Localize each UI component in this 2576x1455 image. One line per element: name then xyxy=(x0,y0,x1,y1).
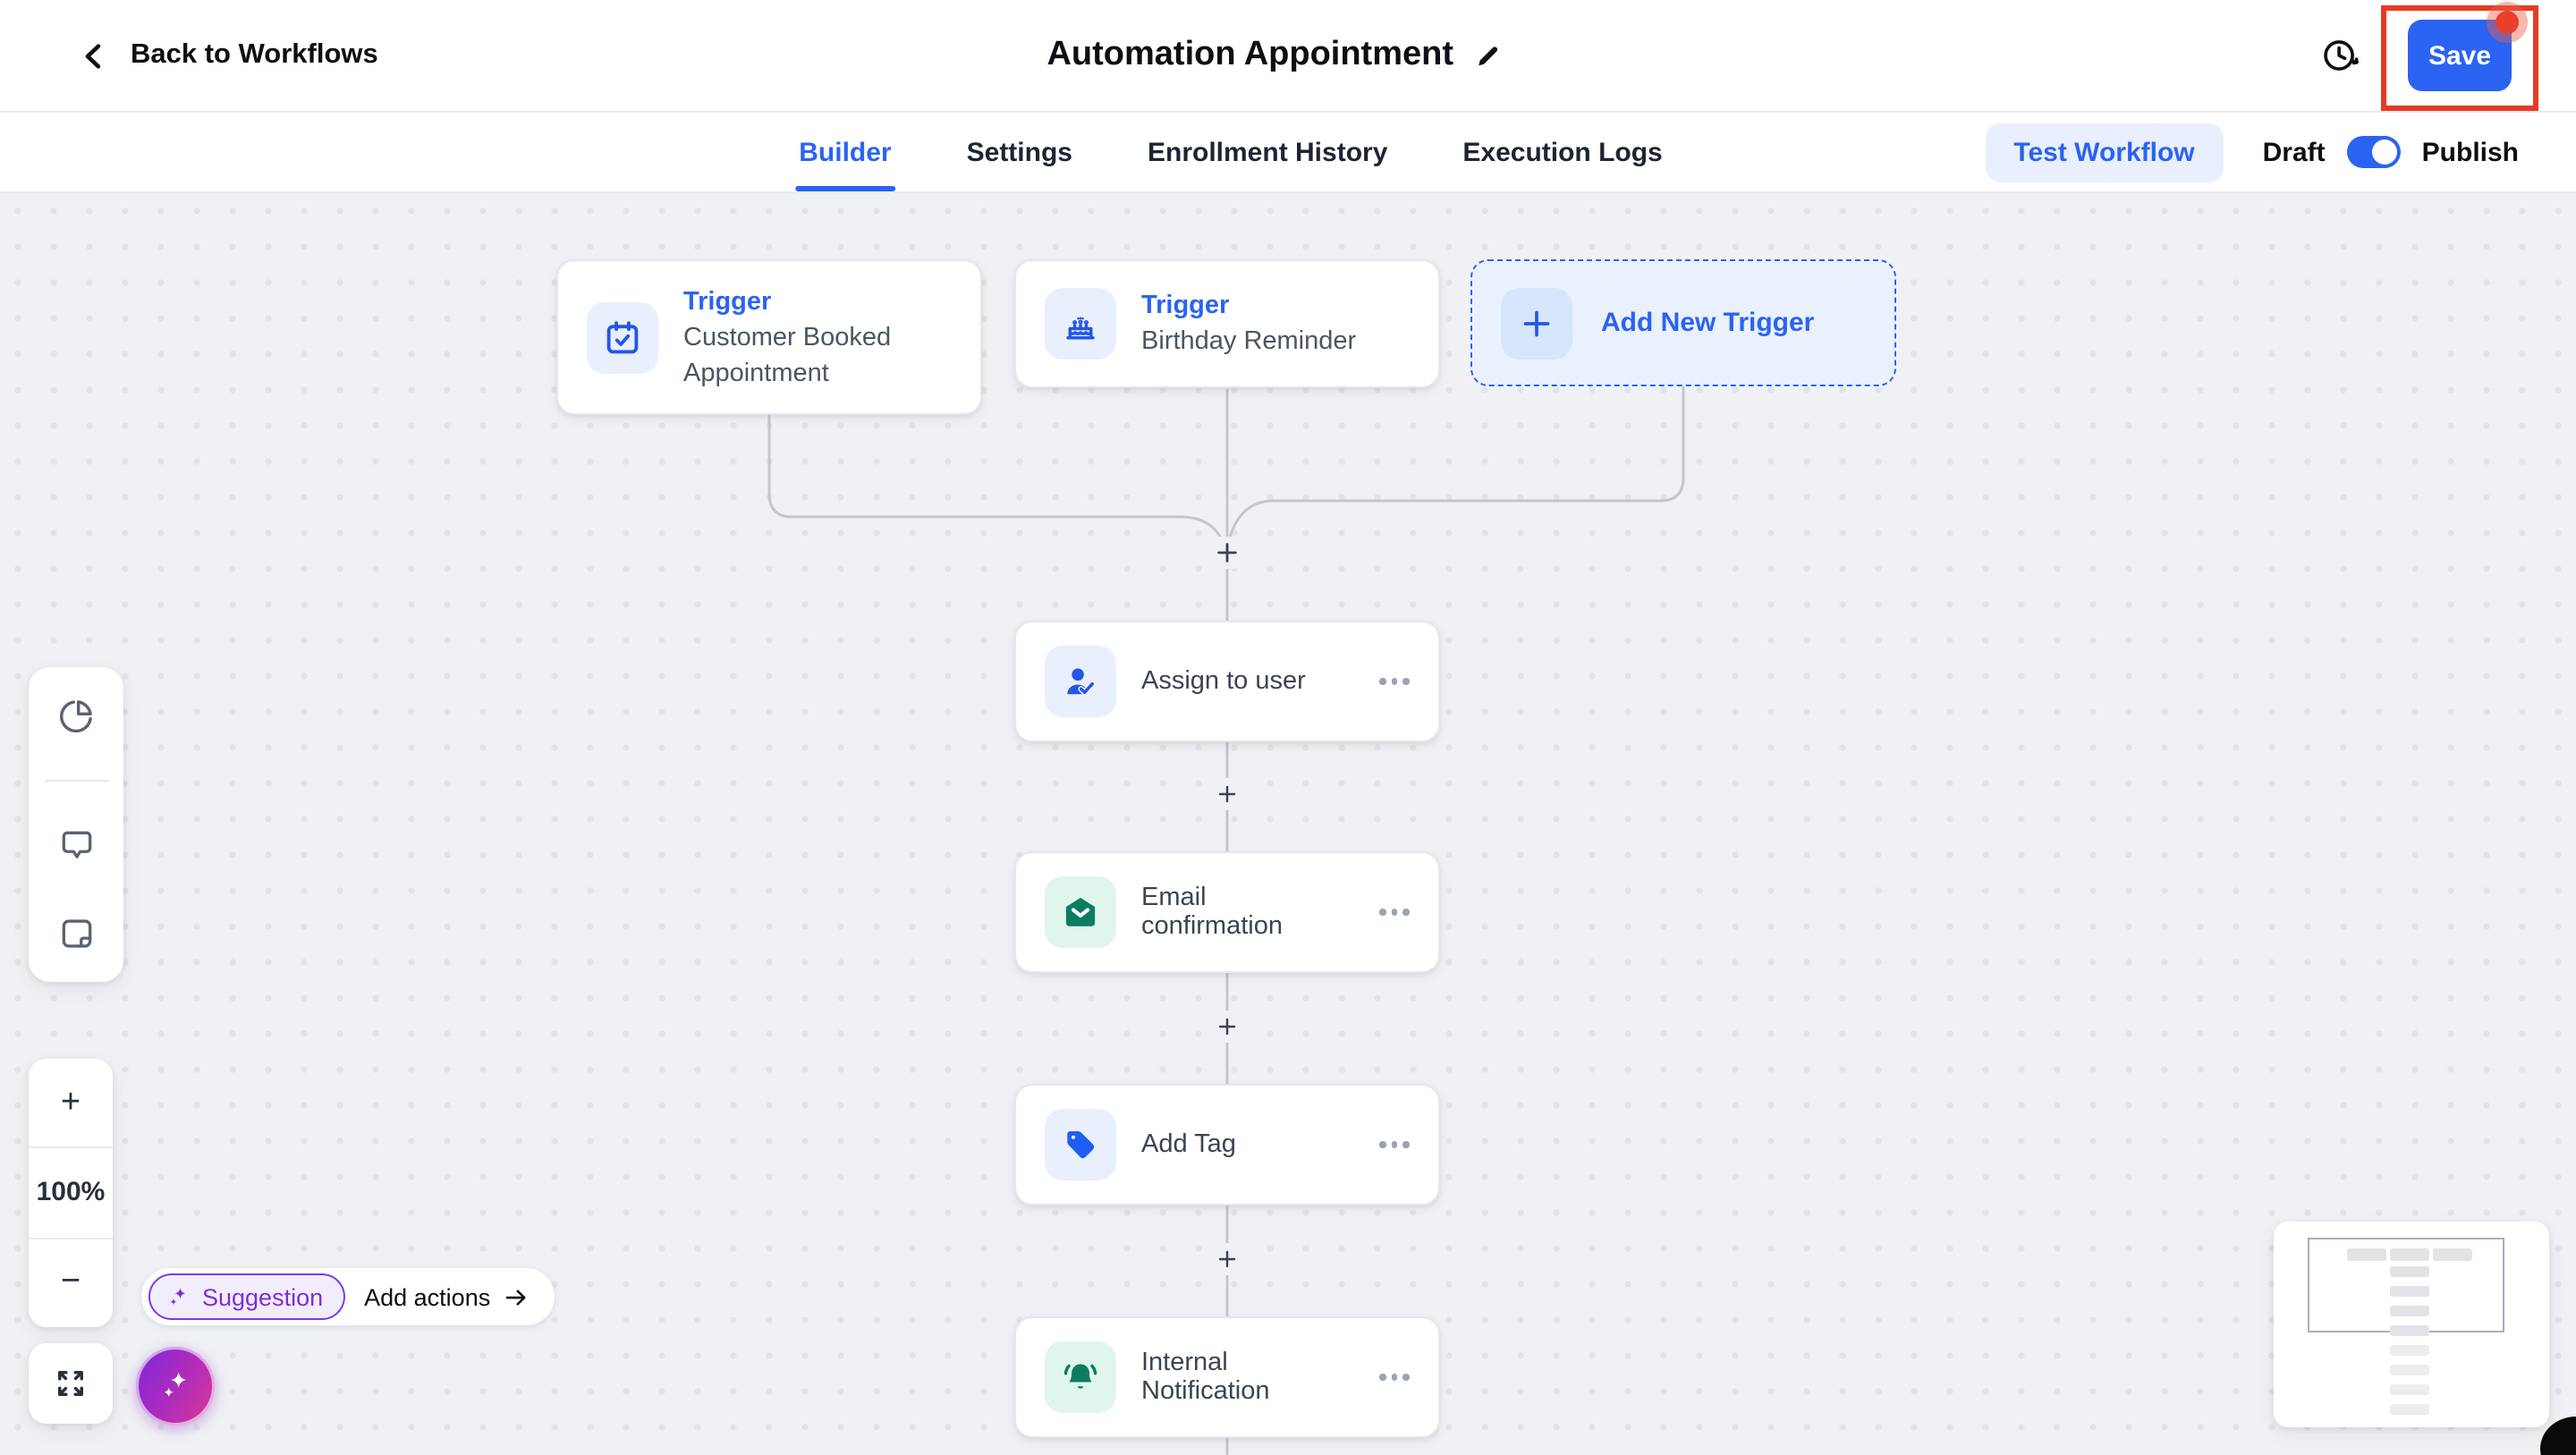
plus-icon xyxy=(1501,287,1572,359)
action-name: Add Tag xyxy=(1141,1130,1236,1159)
arrow-right-icon xyxy=(505,1289,526,1305)
action-node-assign-to-user[interactable]: Assign to user xyxy=(1014,621,1440,742)
add-step-icon[interactable] xyxy=(1211,1011,1243,1043)
back-label: Back to Workflows xyxy=(131,39,378,70)
pie-chart-icon[interactable] xyxy=(53,692,99,739)
suggestion-badge: Suggestion xyxy=(148,1273,345,1320)
sparkles-icon xyxy=(170,1287,186,1305)
action-name: Email confirmation xyxy=(1141,884,1283,941)
tab-bar: Builder Settings Enrollment History Exec… xyxy=(0,113,2576,193)
canvas-side-toolbar xyxy=(29,667,123,982)
minimap[interactable] xyxy=(2274,1222,2549,1427)
chevron-left-icon xyxy=(79,40,109,71)
ai-assistant-button[interactable] xyxy=(136,1347,215,1425)
zoom-in-button[interactable]: + xyxy=(29,1059,113,1147)
add-step-icon[interactable] xyxy=(1211,1243,1243,1275)
zoom-out-label: − xyxy=(60,1263,81,1301)
node-menu-icon[interactable] xyxy=(1379,1134,1410,1155)
node-menu-icon[interactable] xyxy=(1379,671,1410,691)
action-node-internal-notification[interactable]: Internal Notification xyxy=(1014,1316,1440,1438)
expand-arrows-icon xyxy=(58,1371,83,1396)
publish-toggle[interactable] xyxy=(2346,136,2401,168)
draft-label: Draft xyxy=(2262,137,2326,167)
trigger-name: Birthday Reminder xyxy=(1141,327,1357,356)
test-workflow-button[interactable]: Test Workflow xyxy=(1985,123,2224,182)
edit-pencil-icon[interactable] xyxy=(1475,42,1502,69)
trigger-node-customer-booked-appointment[interactable]: Trigger Customer Booked Appointment xyxy=(556,259,982,415)
toggle-knob xyxy=(2371,140,2397,165)
publish-label: Publish xyxy=(2421,137,2519,167)
node-menu-icon[interactable] xyxy=(1379,1366,1410,1387)
zoom-out-button[interactable]: − xyxy=(29,1237,113,1327)
sparkles-icon xyxy=(164,1372,187,1398)
add-actions-label: Add actions xyxy=(364,1283,491,1310)
tab-settings[interactable]: Settings xyxy=(966,137,1072,167)
workflow-canvas[interactable]: Trigger Customer Booked Appointment xyxy=(0,193,2576,1455)
tag-icon xyxy=(1045,1109,1116,1180)
add-new-trigger-button[interactable]: Add New Trigger xyxy=(1470,259,1896,386)
workflow-title-group: Automation Appointment xyxy=(1046,0,1502,111)
trigger-name: Customer Booked Appointment xyxy=(683,323,892,387)
suggestion-badge-label: Suggestion xyxy=(202,1283,324,1310)
fit-to-screen-button[interactable] xyxy=(29,1343,113,1424)
top-bar: Back to Workflows Automation Appointment… xyxy=(0,0,2576,113)
trigger-type-label: Trigger xyxy=(683,287,772,316)
trigger-node-birthday-reminder[interactable]: Trigger Birthday Reminder xyxy=(1014,259,1440,388)
tab-builder[interactable]: Builder xyxy=(795,113,894,191)
action-name: Internal Notification xyxy=(1141,1349,1270,1406)
bell-icon xyxy=(1045,1341,1116,1413)
mail-open-icon xyxy=(1045,876,1116,948)
zoom-controls: + 100% − xyxy=(29,1059,113,1327)
tab-execution-logs[interactable]: Execution Logs xyxy=(1462,137,1663,167)
page-title: Automation Appointment xyxy=(1046,36,1454,73)
tab-enrollment-history[interactable]: Enrollment History xyxy=(1148,137,1388,167)
zoom-level[interactable]: 100% xyxy=(29,1146,113,1238)
tabs: Builder Settings Enrollment History Exec… xyxy=(795,113,1663,191)
save-button[interactable]: Save xyxy=(2408,20,2512,91)
back-to-workflows-button[interactable]: Back to Workflows xyxy=(79,0,378,111)
tab-bar-right-controls: Test Workflow Draft Publish xyxy=(1985,113,2519,191)
suggestion-bar[interactable]: Suggestion Add actions xyxy=(141,1268,555,1325)
action-name: Assign to user xyxy=(1141,667,1306,696)
calendar-check-icon xyxy=(587,301,658,373)
action-node-email-confirmation[interactable]: Email confirmation xyxy=(1014,851,1440,973)
action-node-add-tag[interactable]: Add Tag xyxy=(1014,1084,1440,1205)
trigger-type-label: Trigger xyxy=(1141,292,1230,320)
zoom-in-label: + xyxy=(60,1083,81,1121)
node-menu-icon[interactable] xyxy=(1379,901,1410,922)
version-history-icon[interactable] xyxy=(2320,36,2360,75)
add-step-icon[interactable] xyxy=(1211,537,1243,569)
add-step-icon[interactable] xyxy=(1211,778,1243,810)
note-icon[interactable] xyxy=(53,910,99,957)
add-new-trigger-label: Add New Trigger xyxy=(1601,308,1815,338)
toolbar-divider xyxy=(44,780,108,782)
birthday-cake-icon xyxy=(1045,288,1116,360)
comment-icon[interactable] xyxy=(53,823,99,869)
user-check-icon xyxy=(1045,646,1116,717)
add-actions-link[interactable]: Add actions xyxy=(364,1283,530,1310)
